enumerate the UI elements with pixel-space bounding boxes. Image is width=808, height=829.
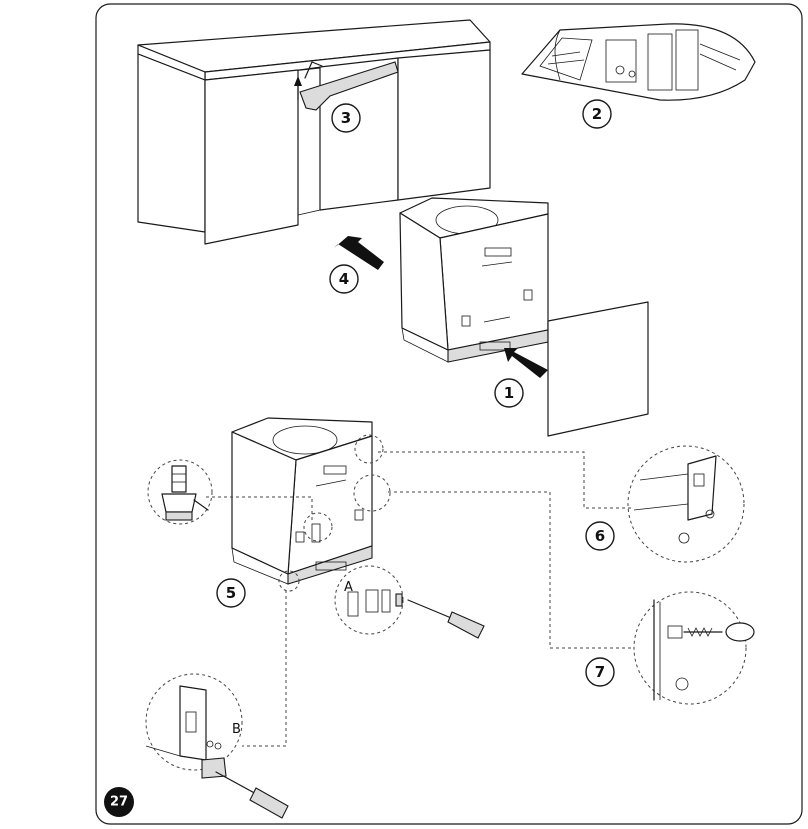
step-callout-6: 6 [585,521,615,551]
leader-to-step-6 [378,451,632,509]
detail-a [334,565,404,635]
svg-text:3: 3 [341,109,351,127]
svg-text:7: 7 [595,663,605,681]
detail-6 [627,445,745,563]
svg-text:1: 1 [504,384,514,402]
detail-7 [633,591,755,705]
svg-text:5: 5 [226,584,236,602]
screwdriver-a [407,599,485,639]
dishwasher-bottom [231,417,373,585]
svg-text:27: 27 [110,795,128,810]
step-callout-5: 5 [216,578,246,608]
step-callout-3: 3 [331,103,361,133]
hinge-detail-step-2 [521,23,756,101]
leader-to-b [242,590,287,747]
step-callout-2: 2 [582,99,612,129]
step-callout-4: 4 [329,264,359,294]
detail-label-a: A [344,580,353,595]
svg-text:6: 6 [595,527,605,545]
detail-marker-foot [303,512,333,542]
svg-text:4: 4 [339,270,349,288]
detail-marker-side [353,474,391,512]
detail-b [145,673,243,779]
arrow-step-4 [334,236,384,270]
door-panel [547,301,649,437]
step-callout-1: 1 [494,378,524,408]
detail-label-b: B [232,722,241,737]
detail-marker-base [278,570,300,592]
page-number-badge: 27 [104,787,134,817]
leader-to-step-7 [388,491,634,649]
dishwasher-top [399,197,549,363]
detail-marker-top [354,434,384,464]
screwdriver-b [215,771,289,819]
step-callout-7: 7 [585,657,615,687]
leader-to-foot [206,496,313,520]
kitchen-cabinet [137,19,491,245]
svg-text:2: 2 [592,105,602,123]
arrow-step-1 [504,348,548,378]
foot-detail [147,459,213,525]
